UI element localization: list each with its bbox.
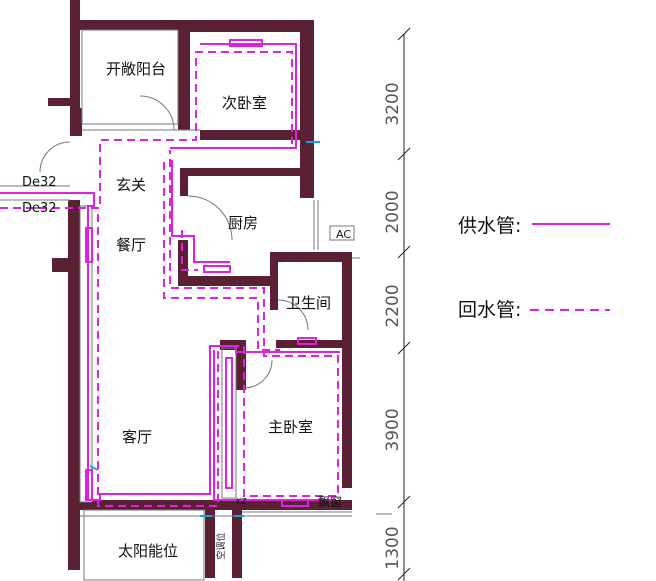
label-ac: AC (336, 228, 351, 241)
wall-shaft-right (232, 508, 242, 578)
wall-kitchen-bottom (178, 276, 278, 286)
door-arc-master (243, 359, 273, 389)
wall-balcony-top (80, 20, 180, 30)
label-living-room: 客厅 (122, 428, 152, 446)
wall-master-right (342, 258, 352, 488)
wall-bed2-top (190, 20, 308, 32)
return-pipe-kitchen (163, 162, 280, 351)
supply-pipe-kitchen (171, 160, 230, 263)
label-kitchen: 厨房 (228, 214, 258, 232)
radiators (85, 39, 317, 507)
ac-box (329, 225, 355, 241)
wall-left-top (70, 0, 80, 108)
dim-label-3: 3900 (383, 408, 403, 451)
dim-tick-4 (397, 495, 411, 509)
wall-kitchen-top (180, 168, 312, 176)
label-master-bedroom: 主卧室 (268, 418, 313, 436)
wall-left-stub (70, 108, 82, 136)
return-pipes (0, 51, 339, 507)
dim-tick-5 (397, 567, 411, 581)
wall-left-lower (68, 200, 80, 570)
dim-label-2: 2200 (383, 284, 403, 327)
wall-left-notch (52, 258, 68, 272)
balcony-outline (81, 29, 179, 125)
door-arc-entrance (39, 141, 71, 173)
return-pipe-loop (97, 150, 339, 507)
column-center (221, 347, 237, 499)
wall-left-ledge (48, 98, 70, 106)
radiator-kitchen (203, 265, 231, 273)
dim-tick-0 (397, 27, 411, 41)
dim-tick-3 (397, 341, 411, 355)
legend: 供水管: 回水管: (458, 215, 610, 321)
label-entrance: 玄关 (116, 176, 146, 194)
label-bathroom: 卫生间 (286, 294, 331, 312)
wall-bath-top (270, 252, 352, 262)
solar-area (83, 509, 205, 581)
wall-bath-left (270, 262, 278, 310)
valve-living (89, 465, 99, 471)
dim-label-4: 1300 (383, 526, 403, 569)
supply-pipe-main (0, 192, 236, 501)
supply-pipe-master (213, 350, 336, 501)
wall-bed2-right (300, 20, 314, 198)
wall-column (236, 340, 246, 390)
return-pipe-kitchen-2 (181, 230, 198, 271)
label-bay-window: 飘窗 (318, 495, 342, 509)
radiator-bath (297, 337, 317, 345)
return-pipe-bed2 (0, 51, 293, 209)
wall-bed2-bottom (200, 130, 300, 140)
legend-supply-label: 供水管: (458, 215, 521, 237)
label-dining: 餐厅 (116, 236, 146, 254)
dim-label-0: 3200 (383, 82, 403, 125)
valves (89, 141, 320, 517)
label-open-balcony: 开敞阳台 (106, 60, 166, 78)
radiator-column (225, 357, 233, 489)
dimension-labels: 3200 2000 2200 3900 1300 (383, 82, 403, 569)
supply-pipe-bath (235, 346, 340, 353)
supply-pipes (0, 43, 340, 501)
supply-pipe-bed2 (170, 43, 297, 149)
label-inlet-bottom: De32 (22, 201, 57, 216)
dim-label-1: 2000 (383, 190, 403, 233)
label-jsq: 空调位 (215, 532, 227, 559)
dim-tick-2 (397, 245, 411, 259)
wall-balcony-right (178, 20, 190, 130)
door-arc-kitchen (187, 195, 233, 241)
label-kz: KZ (236, 497, 247, 506)
room-labels: 开敞阳台 次卧室 玄关 餐厅 厨房 卫生间 主卧室 客厅 太阳能位 (106, 60, 331, 560)
label-inlet-top: De32 (22, 175, 57, 190)
door-arc-balcony (139, 95, 175, 131)
pipe-labels: De32 De32 AC 飘窗 KZ 空调位 (22, 175, 351, 560)
door-arc-bath (277, 299, 309, 331)
wall-kitchen-left-top (180, 176, 188, 196)
label-solar: 太阳能位 (118, 542, 178, 560)
dim-tick-1 (397, 147, 411, 161)
dimension-line (397, 27, 411, 581)
label-secondary-bedroom: 次卧室 (222, 94, 267, 112)
legend-return-label: 回水管: (458, 299, 521, 321)
wall-shaft-left (205, 508, 215, 578)
